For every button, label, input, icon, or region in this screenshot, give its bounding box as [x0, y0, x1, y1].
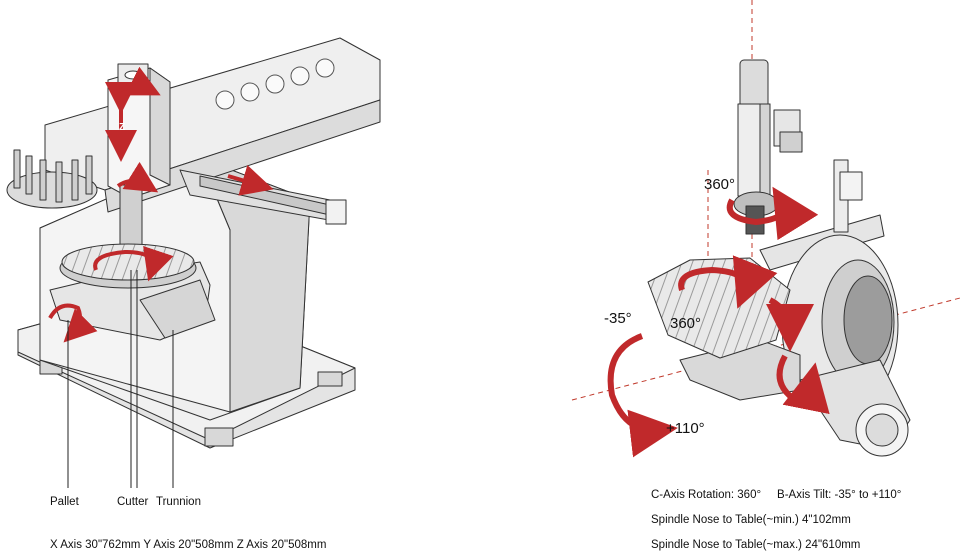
tilt-min-angle: -35°: [604, 310, 632, 327]
left-motion-arrows: [48, 66, 274, 343]
x-axis-arrow: [227, 165, 274, 196]
table-pivot-arrow: [765, 297, 814, 352]
spindle-nose-min-spec: Spindle Nose to Table(~min.) 4"102mm: [651, 514, 851, 526]
five-axis-head-illustration: [647, 59, 911, 457]
b-axis-tilt-arrow: [607, 333, 678, 458]
right-motion-arrows: [607, 186, 830, 458]
trunnion-tilt-arrow: [48, 303, 98, 343]
label-pallet: Pallet: [50, 496, 79, 508]
spindle-nose-max-spec: Spindle Nose to Table(~max.) 24"610mm: [651, 539, 861, 551]
vertical-machining-center-illustration: [6, 37, 381, 449]
rotary-table: [61, 243, 195, 281]
c-axis-table-arrow: [678, 255, 778, 309]
spindle: [119, 184, 143, 246]
b-axis-tilt-arrow-small: [776, 354, 830, 415]
cutter-rotation-arrow: [116, 161, 159, 193]
table-rotation-arrow: [93, 245, 174, 282]
label-cutter: Cutter: [117, 496, 149, 508]
left-callout-lines: [67, 270, 174, 488]
rotation-tilt-spec: C-Axis Rotation: 360° B-Axis Tilt: -35° …: [651, 489, 902, 501]
label-trunnion: Trunnion: [156, 496, 201, 508]
table-rotation-angle: 360°: [670, 315, 702, 332]
spindle-rotation-angle: 360°: [704, 176, 736, 193]
tilt-max-angle: +110°: [666, 420, 705, 437]
spindle-motor: [739, 59, 769, 111]
axis-travel-text: X Axis 30"762mm Y Axis 20"508mm Z Axis 2…: [50, 539, 327, 551]
tool-changer: [6, 149, 98, 209]
spindle-rotation-arrow: [113, 66, 161, 96]
c-axis-spindle-arrow: [726, 186, 819, 241]
z-axis-letter: Z: [119, 122, 125, 133]
